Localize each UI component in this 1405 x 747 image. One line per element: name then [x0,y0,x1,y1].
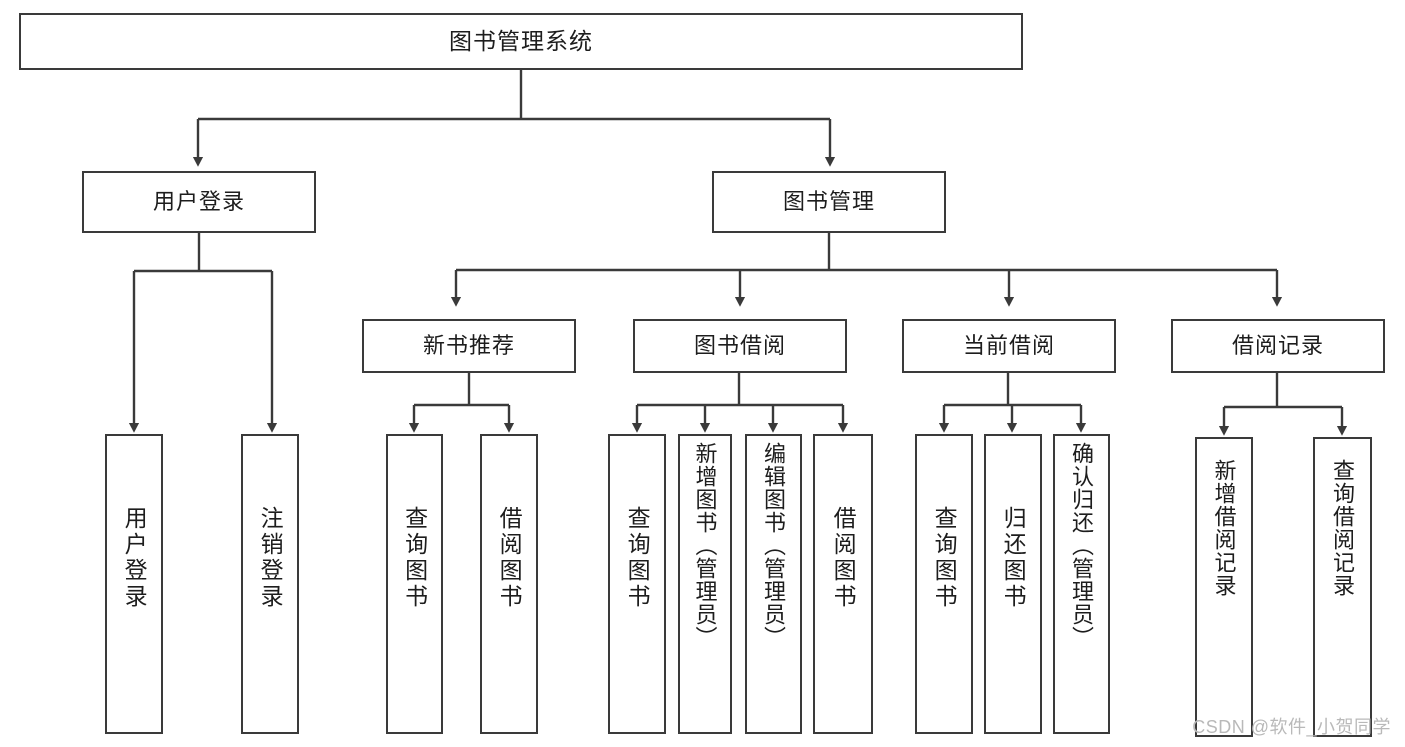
node-new-book-recommend[interactable]: 新书推荐 [362,319,576,373]
node-borrow-record-label: 借阅记录 [1231,333,1324,359]
node-book-borrow-label: 图书借阅 [693,333,786,359]
node-leaf-user-logout[interactable]: 注销登录 [241,434,299,734]
node-leaf-borrow-book-1-label: 借阅图书 [496,506,523,610]
node-leaf-query-record[interactable]: 查询借阅记录 [1313,437,1372,737]
node-root-label: 图书管理系统 [449,28,593,55]
node-current-borrow-label: 当前借阅 [962,333,1055,359]
node-book-manage-label: 图书管理 [782,189,875,215]
node-leaf-add-record[interactable]: 新增借阅记录 [1195,437,1253,737]
node-leaf-return-book[interactable]: 归还图书 [984,434,1042,734]
node-leaf-query-book-3[interactable]: 查询图书 [915,434,973,734]
node-leaf-query-record-label: 查询借阅记录 [1330,459,1356,597]
node-leaf-add-book-label: 新增图书（管理员） [692,442,718,649]
node-user-login-label: 用户登录 [152,189,245,215]
node-root[interactable]: 图书管理系统 [19,13,1023,70]
node-leaf-query-book-1[interactable]: 查询图书 [386,434,443,734]
csdn-watermark: CSDN @软件_小贺同学 [1192,717,1391,737]
node-leaf-confirm-return-label: 确认归还（管理员） [1069,442,1095,649]
node-leaf-user-login-label: 用户登录 [121,506,148,610]
node-new-book-recommend-label: 新书推荐 [422,333,515,359]
node-leaf-confirm-return[interactable]: 确认归还（管理员） [1053,434,1110,734]
node-leaf-user-logout-label: 注销登录 [257,506,284,610]
node-leaf-add-book[interactable]: 新增图书（管理员） [678,434,732,734]
node-leaf-query-book-3-label: 查询图书 [931,506,958,610]
node-leaf-borrow-book-2[interactable]: 借阅图书 [813,434,873,734]
node-leaf-borrow-book-2-label: 借阅图书 [830,506,857,610]
node-leaf-return-book-label: 归还图书 [1000,506,1027,610]
node-leaf-edit-book[interactable]: 编辑图书（管理员） [745,434,802,734]
node-leaf-edit-book-label: 编辑图书（管理员） [761,442,787,649]
node-borrow-record[interactable]: 借阅记录 [1171,319,1385,373]
node-leaf-query-book-2[interactable]: 查询图书 [608,434,666,734]
node-book-manage[interactable]: 图书管理 [712,171,946,233]
node-book-borrow[interactable]: 图书借阅 [633,319,847,373]
node-current-borrow[interactable]: 当前借阅 [902,319,1116,373]
node-user-login[interactable]: 用户登录 [82,171,316,233]
node-leaf-user-login[interactable]: 用户登录 [105,434,163,734]
node-leaf-add-record-label: 新增借阅记录 [1211,459,1237,597]
node-leaf-borrow-book-1[interactable]: 借阅图书 [480,434,538,734]
node-leaf-query-book-2-label: 查询图书 [624,506,651,610]
node-leaf-query-book-1-label: 查询图书 [401,506,428,610]
